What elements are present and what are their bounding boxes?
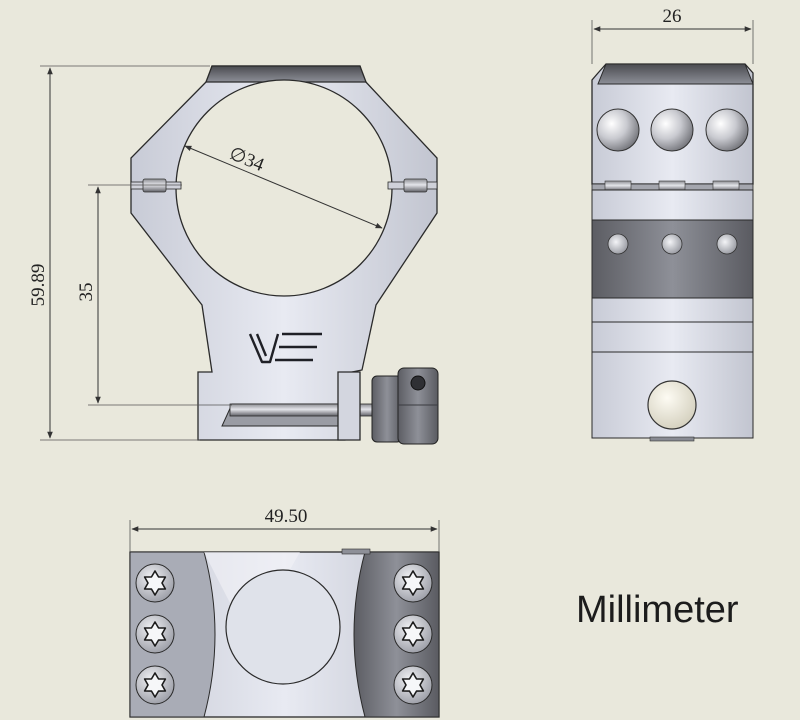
ring-top-face — [205, 65, 367, 83]
side-body-band — [591, 321, 754, 353]
dim-base-length: 49.50 — [129, 506, 440, 552]
side-hole-1 — [607, 233, 629, 255]
torx-socket-icon — [401, 672, 425, 698]
torx-socket-icon — [143, 570, 167, 596]
knob-tab — [649, 436, 695, 442]
torx-socket-icon — [143, 672, 167, 698]
side-cap-top — [597, 63, 754, 85]
side-body-light-2 — [591, 297, 754, 323]
cap-screw-3 — [705, 108, 749, 152]
side-body-dark — [591, 219, 754, 299]
units-label: Millimeter — [576, 589, 739, 631]
dim-ring-width: 26 — [591, 6, 754, 64]
torx-socket-icon — [401, 570, 425, 596]
ring-height-label: 59.89 — [28, 264, 49, 307]
dim-ring-height: 59.89 — [28, 65, 210, 441]
split-screw-right — [403, 178, 428, 193]
clamp-nut — [371, 367, 439, 445]
cap-screw-1 — [596, 108, 640, 152]
side-hole-2 — [661, 233, 683, 255]
split-screw-left — [142, 178, 167, 193]
torx-socket-icon — [143, 621, 167, 647]
top-view — [129, 548, 440, 718]
logo-ve — [248, 332, 322, 364]
base-length-label: 49.50 — [265, 506, 308, 527]
front-view — [130, 65, 439, 445]
top-center-disc — [225, 569, 341, 685]
torx-screws — [135, 563, 433, 705]
tube-bore — [175, 79, 393, 297]
nut-hole — [410, 375, 426, 391]
ring-width-label: 26 — [663, 6, 682, 27]
torx-socket-icon — [401, 621, 425, 647]
dim-center-height: 35 — [76, 184, 232, 406]
clamp-notch — [337, 371, 361, 441]
side-view — [591, 63, 754, 442]
center-height-label: 35 — [76, 283, 97, 302]
top-notch — [341, 548, 371, 555]
side-hole-3 — [716, 233, 738, 255]
clamp-knob — [647, 380, 697, 430]
cap-screw-2 — [650, 108, 694, 152]
side-body-light-1 — [591, 189, 754, 221]
dim-diameter: ∅34 — [184, 143, 383, 229]
